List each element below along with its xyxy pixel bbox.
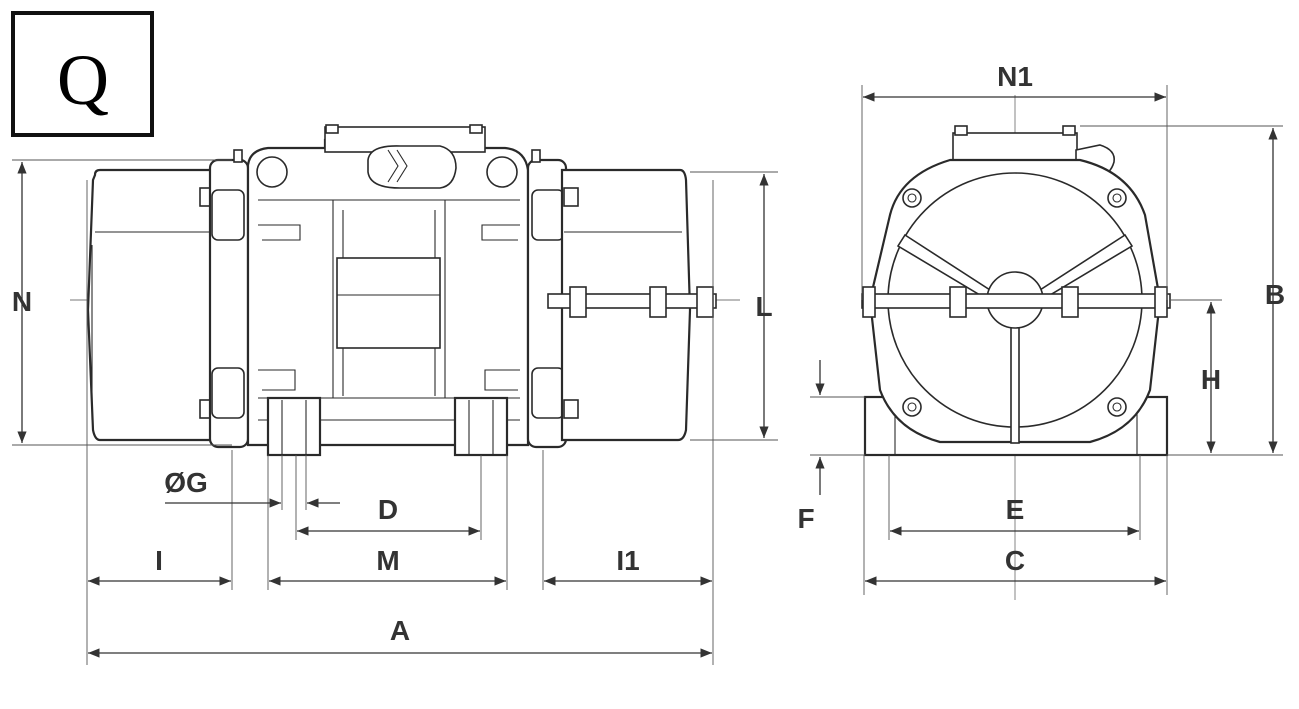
model-letter: Q (57, 40, 109, 120)
label-n1: N1 (997, 61, 1033, 92)
right-flange (526, 149, 568, 449)
front-rod (861, 293, 1171, 309)
label-i1: I1 (616, 545, 639, 576)
central-housing (246, 124, 530, 447)
left-end-cap (86, 168, 217, 442)
label-g: ØG (164, 467, 208, 498)
label-i: I (155, 545, 163, 576)
side-dimensions (12, 159, 778, 665)
left-flange (208, 149, 250, 449)
label-h: H (1201, 364, 1221, 395)
label-c: C (1005, 545, 1025, 576)
side-view (70, 124, 740, 457)
label-b: B (1265, 279, 1285, 310)
label-e: E (1006, 494, 1025, 525)
side-labels: N L ØG D I M I1 A (12, 286, 773, 646)
model-badge: Q (11, 11, 154, 137)
front-view (861, 95, 1171, 600)
label-f: F (797, 503, 814, 534)
front-dimensions (810, 85, 1283, 595)
label-l: L (755, 291, 772, 322)
label-a: A (390, 615, 410, 646)
front-labels: N1 B H F E C (797, 61, 1285, 576)
label-n: N (12, 286, 32, 317)
label-d: D (378, 494, 398, 525)
label-m: M (376, 545, 399, 576)
mounting-feet (266, 396, 509, 457)
right-end-cap (547, 168, 717, 442)
